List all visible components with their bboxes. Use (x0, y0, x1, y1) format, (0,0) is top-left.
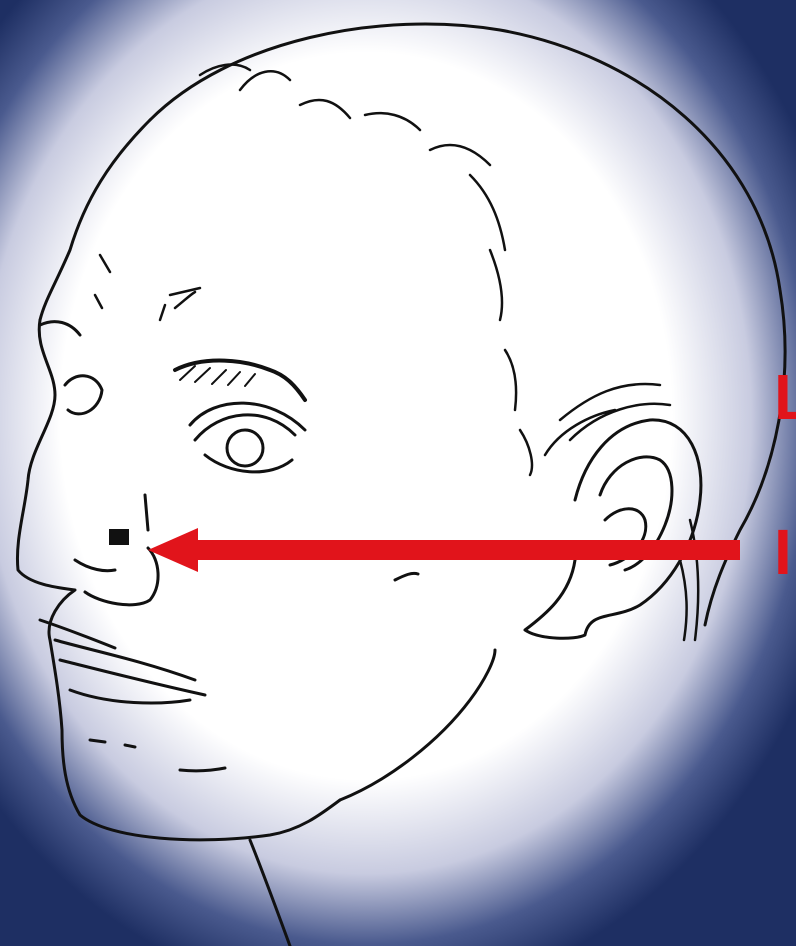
label-lower: I (774, 520, 796, 584)
label-upper: L (774, 365, 796, 429)
black-square-marker-icon (109, 529, 129, 545)
